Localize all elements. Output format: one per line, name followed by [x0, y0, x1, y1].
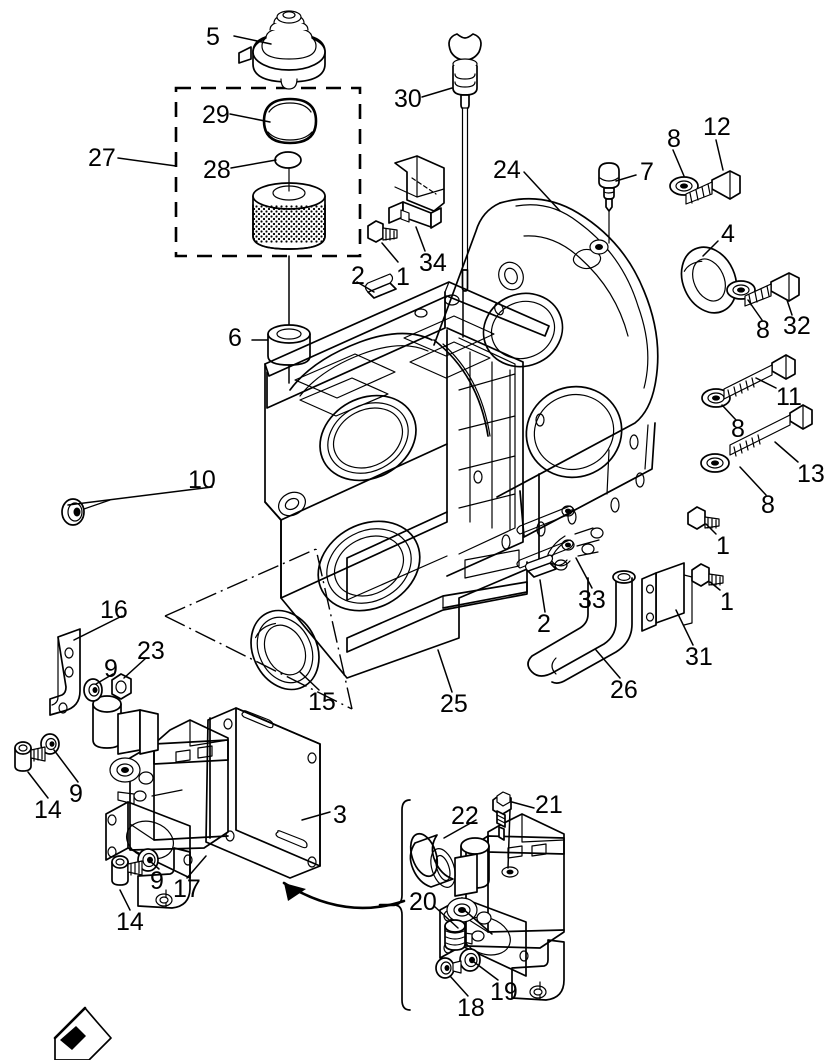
callout-28: 28 [203, 156, 231, 184]
stay-bracket-part31 [641, 562, 693, 632]
callout-34: 34 [419, 249, 447, 277]
breather-hose-part26 [527, 570, 636, 684]
callout-14-a: 14 [34, 796, 62, 824]
dowel-pin-part2-b [524, 554, 557, 578]
callout-leader-lines [27, 35, 799, 997]
flange-bolt-part1-c [691, 563, 724, 587]
breather-plug-part7 [598, 162, 620, 244]
dowel-pin-part2-a [364, 273, 397, 299]
o-ring-large-part29 [262, 97, 318, 145]
oil-seal-part4 [680, 246, 738, 314]
callout-11: 11 [776, 383, 802, 411]
o-ring-collar-part22 [409, 832, 456, 888]
oil-filler-cap-part5 [238, 10, 326, 90]
callout-8-d: 8 [761, 491, 775, 519]
callout-2-a: 2 [351, 262, 365, 290]
callout-9-b: 9 [69, 780, 83, 808]
callout-8-c: 8 [731, 415, 745, 443]
callout-9-c: 9 [150, 867, 164, 895]
oil-pump-assembly-part3 [92, 695, 321, 909]
flange-bolt-part1-a [367, 220, 398, 243]
callout-30: 30 [394, 85, 422, 113]
pump-detail-inset-bracket [378, 799, 411, 1011]
callout-26: 26 [610, 676, 638, 704]
washer-part8-d [700, 453, 730, 473]
callout-1-a: 1 [396, 263, 410, 291]
callout-6: 6 [228, 324, 242, 352]
callout-17: 17 [173, 875, 201, 903]
callout-12: 12 [703, 113, 731, 141]
callout-8-b: 8 [756, 316, 770, 344]
flange-bolt-part1-b [687, 506, 720, 530]
callout-32: 32 [783, 312, 811, 340]
transmission-case-part25 [264, 197, 659, 679]
callout-2-b: 2 [537, 610, 551, 638]
relief-valve-part21 [492, 791, 512, 841]
lever-arm-part16 [49, 628, 81, 716]
sensor-bracket-part34 [388, 155, 445, 229]
socket-bolt-part14-b [111, 855, 143, 886]
callout-1-b: 1 [716, 532, 730, 560]
callout-33: 33 [578, 586, 606, 614]
pump-callout-dashdot [164, 548, 353, 710]
callout-25: 25 [440, 690, 468, 718]
callout-10: 10 [188, 466, 216, 494]
callout-23: 23 [137, 637, 165, 665]
callout-7: 7 [640, 158, 654, 186]
dipstick-part30 [448, 33, 482, 292]
callout-16: 16 [100, 596, 128, 624]
callout-1-c: 1 [720, 588, 734, 616]
plug-part20 [444, 919, 466, 951]
callout-31: 31 [685, 643, 713, 671]
callout-3: 3 [333, 801, 347, 829]
callout-5: 5 [206, 23, 220, 51]
callout-8-a: 8 [667, 125, 681, 153]
callout-29: 29 [202, 101, 230, 129]
callout-13: 13 [797, 460, 825, 488]
o-ring-small-part28 [274, 151, 302, 169]
callout-27: 27 [88, 144, 116, 172]
washer-part19 [459, 948, 481, 972]
wire-clamp-part33 [547, 527, 604, 571]
callout-18: 18 [457, 994, 485, 1022]
bolt-extra-long-part13 [729, 404, 813, 457]
callout-14-b: 14 [116, 908, 144, 936]
bolt-long-part11 [723, 354, 796, 400]
bolt-part32 [744, 272, 800, 307]
filter-mount-boss-part6 [267, 324, 311, 384]
socket-bolt-part14-a [14, 741, 46, 772]
washer-part8-a [669, 176, 699, 196]
callout-19: 19 [490, 978, 518, 1006]
bolt-part12 [685, 170, 741, 205]
callout-24: 24 [493, 156, 521, 184]
bolt-small-part18 [435, 957, 462, 979]
callout-9-a: 9 [104, 655, 118, 683]
oil-seal-part15 [250, 609, 320, 691]
callout-21: 21 [535, 791, 563, 819]
callout-15: 15 [308, 688, 336, 716]
callout-4: 4 [721, 220, 735, 248]
callout-20: 20 [409, 888, 437, 916]
oil-filter-element [252, 167, 326, 250]
callout-22: 22 [451, 802, 479, 830]
washer-part8-c [701, 388, 731, 408]
washer-part9-a [83, 678, 103, 702]
nut-part23 [111, 673, 132, 700]
bottom-edge-partial-part [53, 1006, 112, 1060]
